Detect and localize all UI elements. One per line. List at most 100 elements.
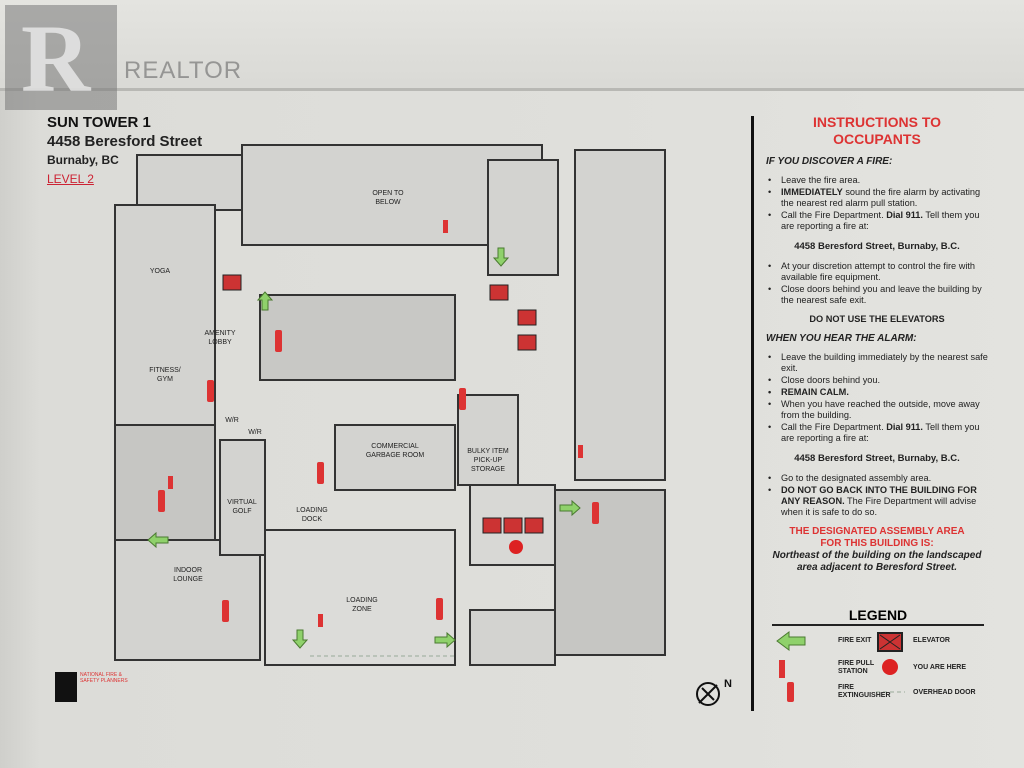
- fire-exit-arrow-icon: [256, 291, 274, 311]
- assembly-text: Northeast of the building on the landsca…: [772, 550, 982, 573]
- room-label-fitness: FITNESS/: [149, 367, 181, 374]
- fire-exit-arrow-icon: [291, 629, 309, 649]
- fire-extinguisher-icon: [317, 462, 324, 484]
- legend-title: LEGEND: [772, 607, 984, 626]
- city: Burnaby, BC: [47, 153, 119, 167]
- address-line: 4458 Beresford Street, Burnaby, B.C.: [794, 241, 960, 252]
- elevator-icon: [524, 517, 544, 534]
- fire-exit-icon: [776, 631, 806, 651]
- you-are-here-icon: [882, 659, 898, 675]
- fire-extinguisher-icon: [787, 682, 794, 702]
- room-label-bulky: BULKY ITEM: [467, 448, 509, 455]
- list-item: When you have reached the outside, move …: [768, 399, 992, 421]
- legend-fire-exit: FIRE EXIT: [838, 637, 872, 644]
- room-label-pickup: PICK-UP: [474, 457, 503, 464]
- discover-list: Leave the fire area. IMMEDIATELY sound t…: [768, 175, 992, 232]
- list-item: Call the Fire Department. Dial 911. Tell…: [768, 422, 992, 444]
- room-label-loading-zone: LOADING: [346, 597, 378, 604]
- legend-you-are-here: YOU ARE HERE: [913, 664, 967, 671]
- plan-header: SUN TOWER 1 4458 Beresford Street Burnab…: [47, 113, 202, 189]
- room-label-dock: DOCK: [302, 516, 323, 523]
- street-address: 4458 Beresford Street: [47, 133, 203, 150]
- nfsp-logo: [55, 672, 77, 702]
- level-label: LEVEL 2: [47, 172, 94, 186]
- legend-symbols: [776, 631, 905, 702]
- elevator-icon: [489, 284, 509, 301]
- fire-exit-arrow-icon: [559, 499, 581, 517]
- compass-circle-icon: [696, 682, 720, 706]
- building-name: SUN TOWER 1: [47, 114, 151, 131]
- elevators: [222, 274, 544, 534]
- list-item: Leave the fire area.: [768, 175, 992, 186]
- watermark-text: REALTOR: [124, 57, 243, 84]
- fire-extinguisher-icon: [592, 502, 599, 524]
- discover-heading: IF YOU DISCOVER A FIRE:: [766, 156, 893, 167]
- legend: LEGEND: [772, 607, 984, 626]
- fire-pull-station-icon: [779, 660, 785, 678]
- instructions-title: INSTRUCTIONS TO: [812, 114, 942, 130]
- fire-exit-arrow-icon: [147, 531, 169, 549]
- yoga-gym-room: [114, 204, 216, 426]
- wall: [0, 0, 1024, 92]
- fire-exit-arrows: [147, 247, 581, 649]
- realtor-watermark-logo: R: [5, 5, 117, 110]
- list-item: Go to the designated assembly area.: [768, 473, 992, 484]
- room-label-amenity: AMENITY: [204, 330, 235, 337]
- central-block: [259, 294, 456, 381]
- elevator-icon: [517, 334, 537, 351]
- list-item: Close doors behind you.: [768, 375, 992, 386]
- fire-extinguisher-icon: [275, 330, 282, 352]
- room-label-golf: GOLF: [232, 508, 251, 515]
- fire-pull-station-icon: [443, 220, 448, 233]
- room-label-garbage: GARBAGE ROOM: [366, 452, 425, 459]
- room-label-commercial: COMMERCIAL: [371, 443, 419, 450]
- alarm-list: Leave the building immediately by the ne…: [768, 352, 992, 444]
- room-label-wr2: W/R: [248, 429, 262, 436]
- nfsp-logo-text: NATIONAL FIRE & SAFETY PLANNERS: [80, 672, 128, 684]
- garbage-room: [334, 424, 456, 491]
- you-are-here-marker: [509, 540, 523, 554]
- fire-extinguisher-icon: [158, 490, 165, 512]
- list-item: Call the Fire Department. Dial 911. Tell…: [768, 210, 992, 232]
- pull-stations: [168, 220, 583, 627]
- legend-elevator: ELEVATOR: [913, 637, 950, 644]
- instructions-title-2: OCCUPANTS: [833, 131, 921, 147]
- fire-extinguisher-icon: [436, 598, 443, 620]
- fire-pull-station-icon: [578, 445, 583, 458]
- discover-list-2: At your discretion attempt to control th…: [768, 261, 992, 306]
- list-item: IMMEDIATELY sound the fire alarm by acti…: [768, 187, 992, 209]
- fire-extinguishers: [158, 330, 599, 622]
- room-label-loading: LOADING: [296, 507, 328, 514]
- north-compass: N: [696, 678, 732, 706]
- list-item: DO NOT GO BACK INTO THE BUILDING FOR ANY…: [768, 485, 992, 518]
- room-label-gym: GYM: [157, 376, 173, 383]
- room-label-virtual: VIRTUAL: [227, 499, 257, 506]
- room-label-storage: STORAGE: [471, 466, 505, 473]
- list-item: Leave the building immediately by the ne…: [768, 352, 992, 374]
- elevator-icon: [503, 517, 523, 534]
- room-label-lounge: LOUNGE: [173, 576, 203, 583]
- alarm-list-2: Go to the designated assembly area. DO N…: [768, 473, 992, 518]
- list-item: At your discretion attempt to control th…: [768, 261, 992, 283]
- elevator-icon: [222, 274, 242, 291]
- alarm-heading: WHEN YOU HEAR THE ALARM:: [766, 333, 917, 344]
- list-item: Close doors behind you and leave the bui…: [768, 284, 992, 306]
- legend-overhead-door: OVERHEAD DOOR: [913, 689, 976, 696]
- fire-pull-station-icon: [168, 476, 173, 489]
- fire-extinguisher-icon: [459, 388, 466, 410]
- list-item: REMAIN CALM.: [768, 387, 992, 398]
- room-label-below: BELOW: [375, 199, 401, 206]
- room-label-open: OPEN TO: [372, 190, 404, 197]
- room-label-wr1: W/R: [225, 417, 239, 424]
- address-line-2: 4458 Beresford Street, Burnaby, B.C.: [794, 453, 960, 464]
- fire-exit-arrow-icon: [434, 631, 456, 649]
- fire-exit-arrow-icon: [492, 247, 510, 267]
- elevator-icon: [482, 517, 502, 534]
- room-label-yoga: YOGA: [150, 268, 171, 275]
- room-label-indoor: INDOOR: [174, 567, 202, 574]
- fire-extinguisher-icon: [222, 600, 229, 622]
